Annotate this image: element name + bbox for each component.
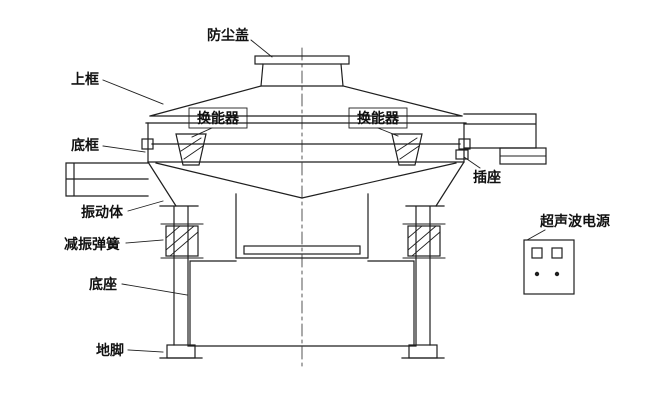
label-ultrasonic-power: 超声波电源 — [539, 213, 610, 229]
left-outlet-shape — [65, 162, 149, 197]
power-indicator-right — [551, 247, 563, 259]
power-box-shape — [523, 239, 575, 295]
machine-drawing — [65, 47, 547, 369]
leader-bottom-frame — [102, 145, 146, 153]
frame-band-shape — [147, 122, 465, 163]
power-supply-drawing — [523, 229, 575, 295]
transducer-right-shape — [391, 133, 423, 166]
label-damping-spring: 减振弹簧 — [64, 236, 120, 252]
base-shape — [187, 260, 417, 347]
leader-damping-spring — [125, 239, 164, 244]
mesh-clamp-right — [458, 138, 471, 150]
transducer-right-label-box — [348, 107, 408, 129]
discharge-chute-shape — [235, 193, 369, 259]
mesh-clamp-left — [141, 138, 154, 150]
foot-left-shape — [159, 344, 203, 359]
leader-power — [526, 229, 546, 241]
spring-right-shape — [402, 223, 446, 259]
label-transducer-right: 换能器 — [357, 110, 400, 126]
dust-cover-flange — [254, 55, 350, 65]
power-knob-left — [534, 271, 540, 277]
transducer-left-label-box — [188, 107, 248, 129]
foot-right-shape — [401, 344, 445, 359]
label-transducer-left: 换能器 — [197, 110, 240, 126]
right-outlet-shape — [463, 113, 547, 165]
leader-base — [121, 283, 188, 296]
leg-left-shape — [159, 205, 199, 346]
spring-left-shape — [160, 223, 204, 259]
labels: 防尘盖 上框 换能器 换能器 底框 插座 振动体 减振弹簧 底座 地脚 超声波电… — [64, 27, 610, 358]
socket-shape — [455, 149, 469, 160]
label-upper-frame: 上框 — [71, 71, 99, 87]
label-dust-cover: 防尘盖 — [207, 27, 249, 43]
label-vibrating-body: 振动体 — [81, 204, 124, 220]
funnel-shape — [147, 161, 465, 207]
leader-lines — [102, 39, 481, 353]
leader-ground-foot — [127, 349, 164, 353]
leader-transducer-right — [377, 127, 399, 137]
power-indicator-left — [531, 247, 543, 259]
dust-cover-shape — [254, 55, 350, 87]
label-socket: 插座 — [473, 169, 501, 185]
power-knob-right — [554, 271, 560, 277]
leader-socket — [463, 156, 481, 169]
label-bottom-frame: 底框 — [71, 137, 99, 153]
label-base: 底座 — [89, 276, 117, 292]
label-boxes — [188, 107, 408, 129]
leader-transducer-left — [191, 127, 213, 138]
leader-upper-frame — [102, 79, 164, 105]
dust-cover-body — [260, 63, 344, 87]
leg-right-shape — [405, 205, 445, 346]
leader-vibrating-body — [127, 200, 164, 212]
transducer-left-shape — [175, 133, 207, 166]
leader-dust-cover — [250, 39, 273, 58]
label-ground-foot: 地脚 — [96, 342, 124, 358]
lid-shape — [145, 85, 467, 124]
